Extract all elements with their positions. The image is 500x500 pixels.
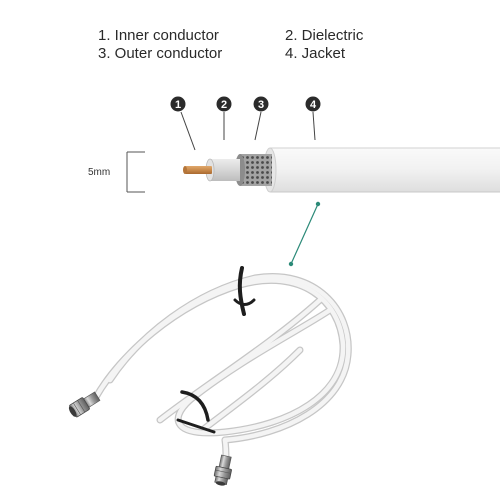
svg-text:4: 4 <box>310 99 317 111</box>
legend-item-jacket: 4. Jacket <box>285 45 346 62</box>
marker-2: 2 <box>216 96 232 112</box>
n-connector-bottom <box>213 454 232 486</box>
cable-tie-top <box>233 266 256 316</box>
n-connector-left <box>68 391 101 418</box>
marker-3: 3 <box>253 96 269 112</box>
outer-conductor-braid <box>240 154 272 186</box>
legend-item-inner-conductor: 1. Inner conductor <box>98 27 219 44</box>
svg-text:3: 3 <box>258 99 264 111</box>
marker-4: 4 <box>305 96 321 112</box>
coiled-cable <box>92 273 352 462</box>
legend-item-dielectric: 2. Dielectric <box>285 27 364 44</box>
cable-tie-bottom <box>176 390 216 434</box>
dielectric-layer <box>210 159 240 181</box>
jacket-layer <box>270 148 500 192</box>
dimension-label: 5mm <box>88 167 110 178</box>
legend-item-outer-conductor: 3. Outer conductor <box>98 45 223 62</box>
detail-pointer <box>288 201 321 267</box>
leader-lines <box>180 111 316 151</box>
inner-conductor <box>185 166 212 174</box>
marker-1: 1 <box>170 96 186 112</box>
parts-legend: 1. Inner conductor 2. Dielectric 3. Oute… <box>0 0 500 80</box>
cable-cross-section <box>183 147 500 193</box>
svg-text:2: 2 <box>221 99 227 111</box>
dimension-indicator: 5mm <box>88 151 145 193</box>
svg-text:1: 1 <box>175 99 181 111</box>
